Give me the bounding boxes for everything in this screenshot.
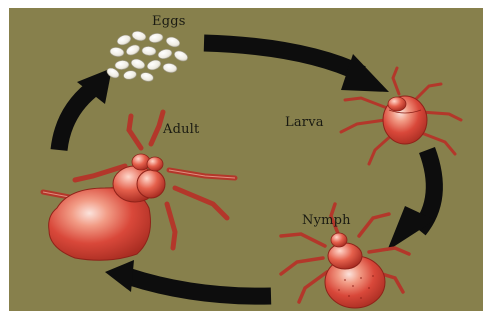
life-cycle-canvas <box>9 8 483 311</box>
eggs-illustration <box>105 30 189 83</box>
stage-label-adult: Adult <box>163 122 199 137</box>
stage-label-eggs: Eggs <box>152 14 186 29</box>
adult-illustration <box>43 112 235 260</box>
arrow-nymph-to-adult <box>105 260 271 296</box>
arrow-larva-to-nymph <box>387 150 435 251</box>
stage-label-nymph: Nymph <box>302 213 351 228</box>
arrow-eggs-to-larva <box>204 43 389 92</box>
stage-label-larva: Larva <box>285 115 324 130</box>
arrow-adult-to-eggs <box>59 68 112 150</box>
life-cycle-diagram: Eggs Larva Nymph Adult <box>9 8 483 311</box>
